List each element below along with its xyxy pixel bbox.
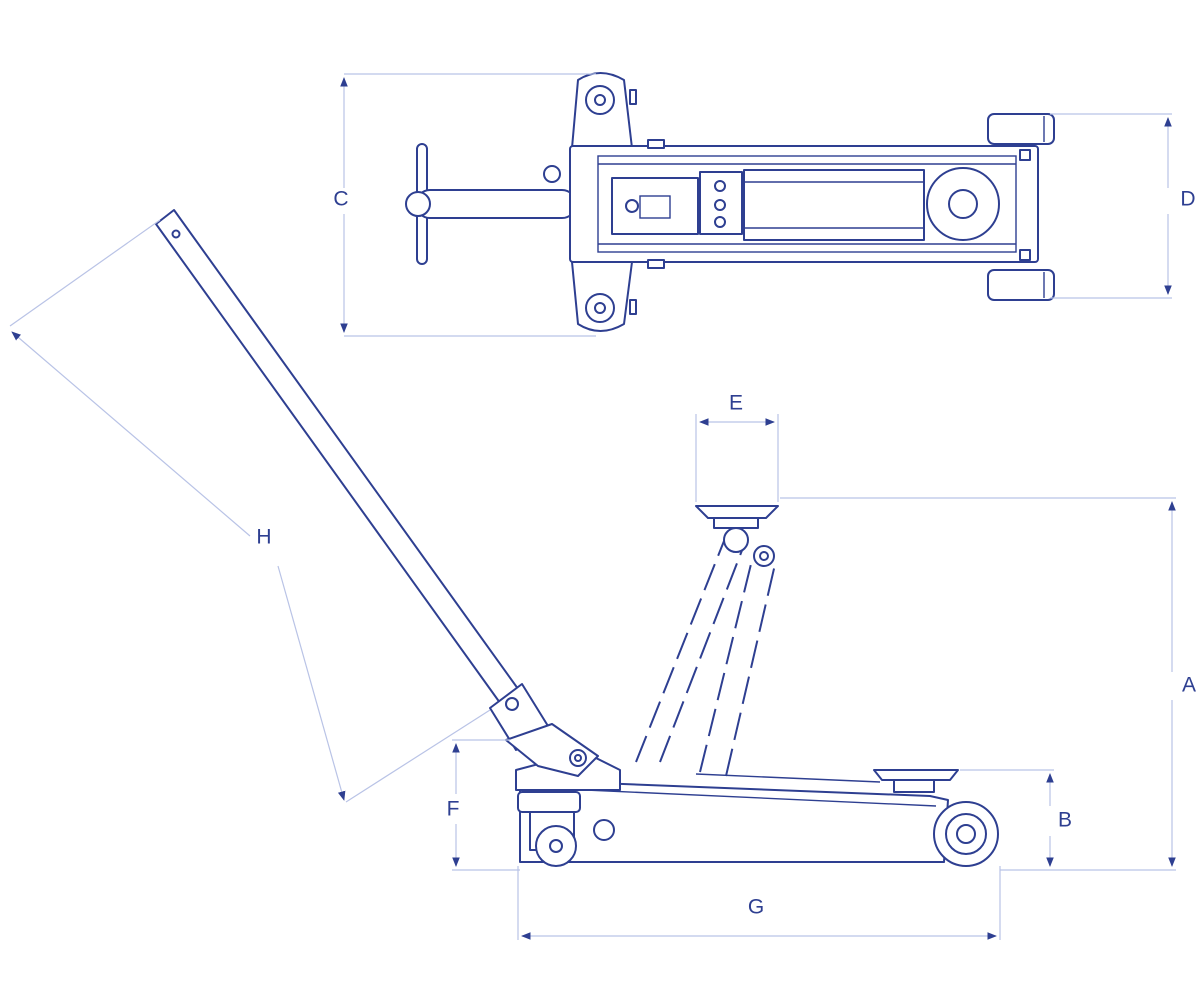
top-view (405, 72, 1055, 332)
dimension-label-a: A (1182, 674, 1196, 697)
dimension-label-f: F (447, 798, 460, 821)
dimension-label-b: B (1058, 809, 1072, 832)
dimension-label-d: D (1180, 188, 1195, 211)
dimension-label-e: E (729, 392, 743, 415)
dimension-label-h: H (256, 526, 271, 549)
dimension-lines (9, 73, 1176, 940)
dimension-label-c: C (333, 188, 348, 211)
side-view (155, 209, 999, 867)
dimension-label-g: G (748, 896, 764, 919)
